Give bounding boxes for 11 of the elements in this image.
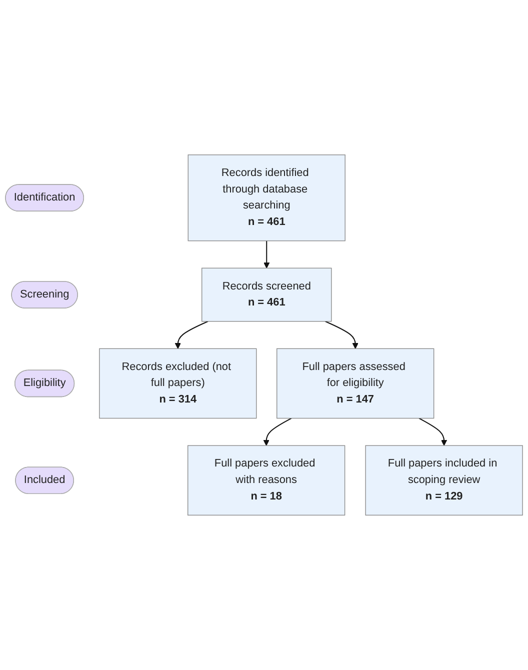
node-box: Full papers excluded with reasons n = 18 (188, 445, 346, 516)
node-box: Records screened n = 461 (202, 268, 332, 322)
node-box: Records identified through database searching n = 461 (188, 154, 346, 242)
node-box: Full papers included in scoping review n = 129 (365, 445, 523, 516)
arrow (325, 320, 358, 349)
arrow (174, 320, 208, 349)
node-box: Records excluded (not full papers) n = 314 (99, 348, 257, 419)
arrow (264, 240, 270, 268)
node-box: Full papers assessed for eligibility n = 147 (276, 348, 434, 419)
arrow (263, 418, 292, 446)
arrow (418, 418, 448, 446)
